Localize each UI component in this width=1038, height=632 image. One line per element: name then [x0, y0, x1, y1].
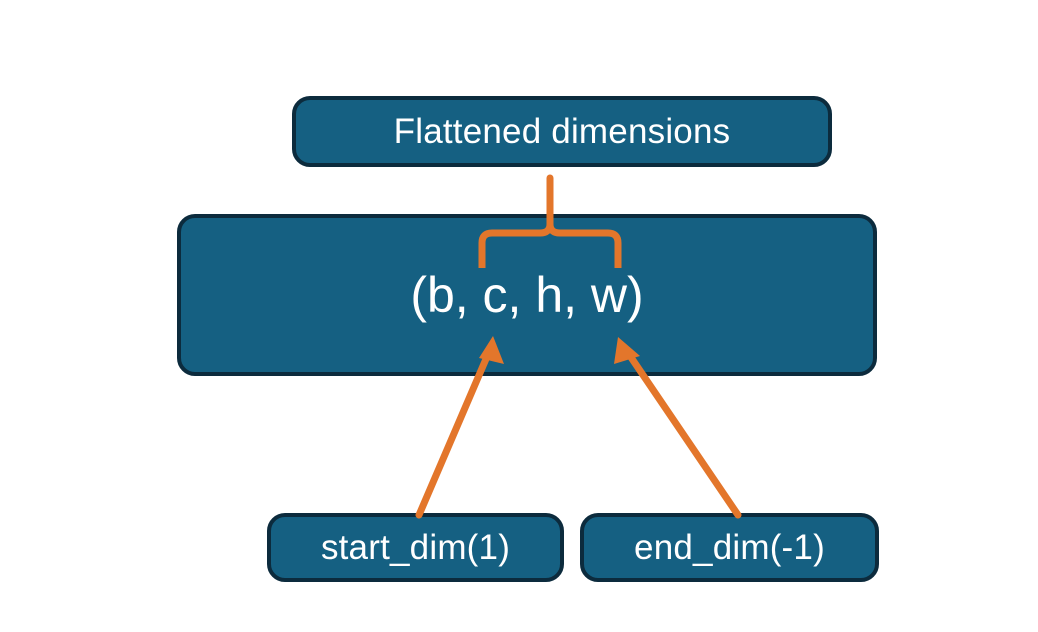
start-dim-box[interactable]: start_dim(1) — [267, 513, 564, 582]
flattened-dimensions-label: Flattened dimensions — [393, 111, 731, 151]
end-dim-box[interactable]: end_dim(-1) — [580, 513, 879, 582]
end-dim-label: end_dim(-1) — [634, 527, 825, 567]
flattened-dimensions-box[interactable]: Flattened dimensions — [292, 96, 832, 167]
start-dim-label: start_dim(1) — [320, 527, 511, 567]
tensor-shape-box[interactable] — [177, 214, 877, 376]
